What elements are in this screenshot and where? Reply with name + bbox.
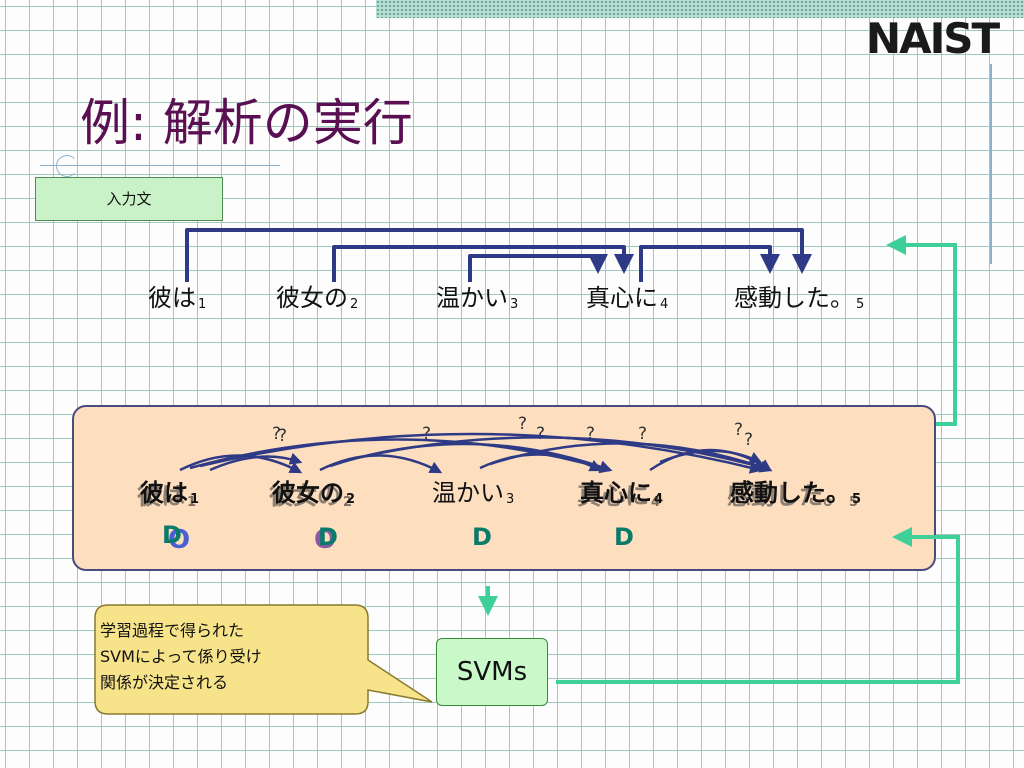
word-text: 彼は: [148, 284, 196, 312]
input-sentence-label: 入力文: [35, 177, 223, 221]
d-marker-1: D: [162, 521, 182, 549]
question-mark-8: ?: [734, 420, 744, 440]
slide-title: 例: 解析の実行: [80, 94, 413, 152]
o-marker-2: O: [314, 525, 337, 555]
dependency-arcs: [185, 228, 812, 282]
panel-word-5-echo: 感動した。5: [727, 482, 859, 510]
flow-arrows: [478, 235, 960, 684]
word-index: 4: [660, 297, 669, 312]
callout-bubble: [94, 604, 433, 715]
top-decorative-band: [376, 0, 1024, 18]
word-text: 温かい: [436, 284, 508, 312]
candidate-arcs: [179, 432, 773, 474]
question-mark-6: ?: [586, 424, 596, 444]
decor-hook: [56, 155, 78, 177]
d-marker-4: D: [614, 523, 634, 551]
d-marker-3: D: [472, 523, 492, 551]
sentence-word-5: 感動した。5: [734, 280, 864, 316]
question-mark-2: ?: [278, 426, 288, 446]
word-text: 彼女の: [276, 284, 348, 312]
o-marker-1: O: [168, 525, 191, 555]
word-index: 1: [198, 297, 207, 312]
d-marker-2: D: [318, 523, 338, 551]
word-index: 3: [510, 297, 519, 312]
decor-vertical-line: [990, 64, 992, 264]
question-mark-7: ?: [638, 424, 648, 444]
question-mark-9: ?: [744, 430, 754, 450]
word-index: 2: [350, 297, 359, 312]
arc-2-4: [332, 245, 634, 282]
word-text: 感動した。: [734, 284, 854, 312]
word-text: 真心に: [586, 284, 658, 312]
parsing-panel: [72, 405, 936, 571]
callout-text: 学習過程で得られた SVMによって係り受け 関係が決定される: [100, 621, 262, 692]
question-mark-1: ?: [272, 424, 282, 444]
question-mark-5: ?: [536, 424, 546, 444]
panel-word-5: 感動した。5: [730, 479, 862, 507]
arc-1-5: [185, 228, 812, 282]
question-mark-4: ?: [518, 414, 528, 434]
decor-horizontal-line: [40, 165, 280, 166]
naist-logo: NAIST: [866, 14, 1000, 63]
word-index: 5: [856, 297, 865, 312]
arc-4-5: [639, 245, 780, 282]
flow-panel-to-top: [886, 235, 957, 426]
svms-box: SVMs: [436, 638, 548, 706]
arc-3-4: [468, 254, 608, 282]
flow-svms-to-panel: [556, 527, 960, 684]
